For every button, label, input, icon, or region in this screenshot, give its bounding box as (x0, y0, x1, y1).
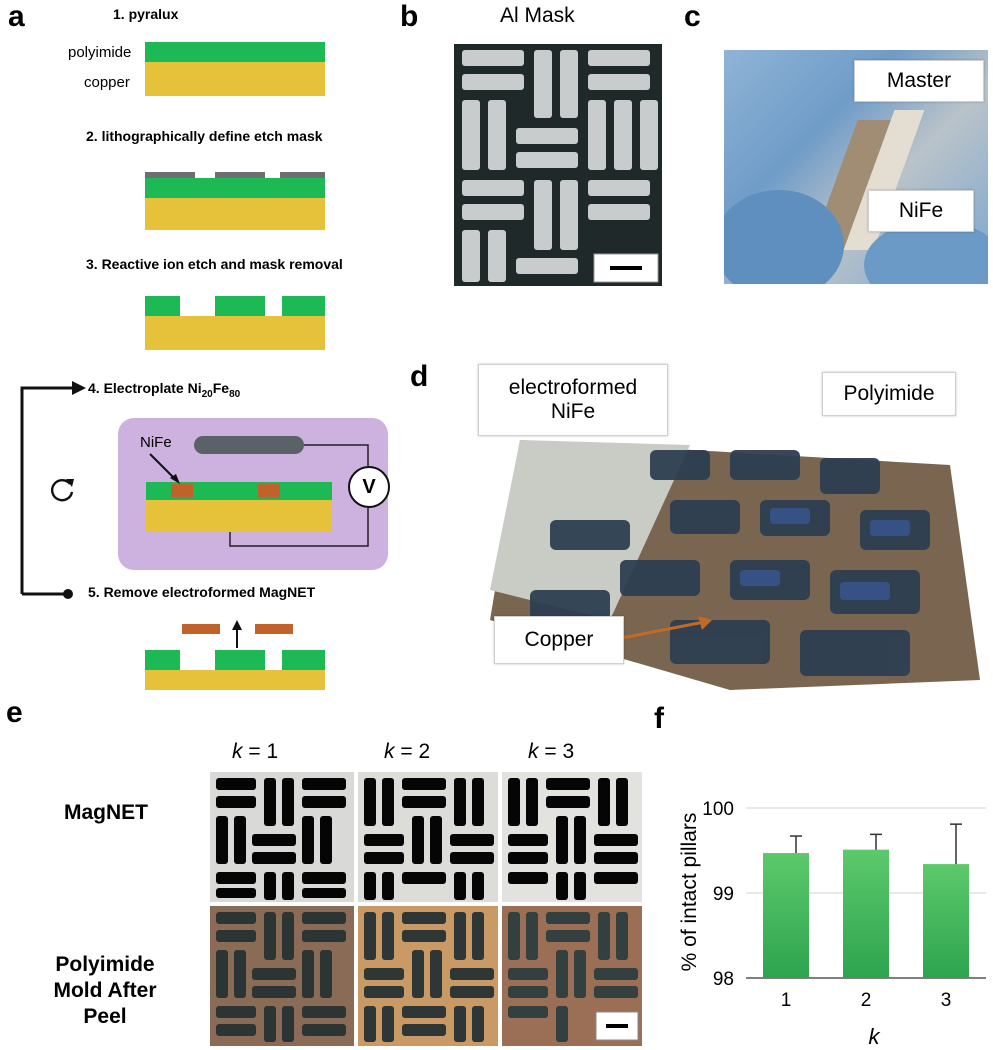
step-4-label: 4. Electroplate Ni20Fe80 (88, 380, 241, 400)
polyimide-mold-image-k1 (210, 906, 354, 1046)
column-header-k2: k = 2 (384, 740, 431, 763)
panel-label-c: c (684, 0, 701, 33)
y-tick-label: 100 (702, 799, 734, 820)
panel-label-d: d (410, 360, 429, 393)
master-callout: Master (854, 60, 984, 102)
al-mask-micrograph (454, 44, 662, 286)
voltmeter-icon: V (348, 466, 390, 508)
step-3-label: 3. Reactive ion etch and mask removal (86, 256, 343, 272)
polyimide-mold-image-k3 (502, 906, 642, 1046)
reactive-ion-etch-diagram (145, 296, 325, 350)
intact-pillars-bar-chart: 98 99 100 1 2 3 % of intact pillars k (678, 799, 986, 1046)
magnet-image-k3 (502, 772, 642, 902)
pyralux-stack-diagram (145, 42, 325, 96)
panel-label-b: b (400, 0, 419, 33)
polyimide-layer-label: polyimide (68, 44, 132, 61)
bar-k3 (923, 864, 969, 978)
bar-k1 (763, 853, 809, 978)
y-tick-label: 98 (713, 969, 734, 990)
etch-mask-diagram (145, 172, 325, 230)
polyimide-mold-image-k2 (358, 906, 498, 1046)
nife-callout: NiFe (868, 190, 974, 232)
column-header-k3: k = 3 (528, 740, 575, 763)
nife-label: NiFe (140, 434, 172, 451)
magnet-image-k2 (358, 772, 498, 902)
y-tick-label: 99 (713, 884, 734, 905)
refresh-icon (51, 479, 74, 502)
electroformed-nife-callout: electroformed NiFe (478, 364, 668, 436)
x-tick-label: 1 (781, 990, 792, 1011)
x-tick-label: 2 (861, 990, 872, 1011)
cycle-loop-arrow (20, 381, 86, 599)
step-2-label: 2. lithographically define etch mask (86, 128, 323, 144)
column-header-k1: k = 1 (232, 740, 279, 763)
y-axis-label: % of intact pillars (678, 813, 701, 972)
step-5-label: 5. Remove electroformed MagNET (88, 584, 316, 600)
remove-magnet-diagram (145, 620, 325, 690)
polyimide-callout: Polyimide (822, 372, 956, 416)
copper-callout: Copper (494, 616, 624, 664)
copper-layer-label: copper (84, 74, 130, 91)
panel-label-e: e (6, 696, 23, 729)
bar-k2 (843, 849, 889, 978)
step-1-label: 1. pyralux (113, 6, 179, 22)
x-tick-label: 3 (941, 990, 952, 1011)
panel-label-f: f (654, 702, 664, 735)
x-axis-label: k (869, 1024, 881, 1046)
panel-label-a: a (8, 0, 25, 33)
magnet-image-k1 (210, 772, 354, 902)
electroplating-setup-diagram (146, 436, 369, 547)
al-mask-title: Al Mask (500, 4, 575, 27)
row-label-magnet: MagNET (64, 801, 148, 824)
